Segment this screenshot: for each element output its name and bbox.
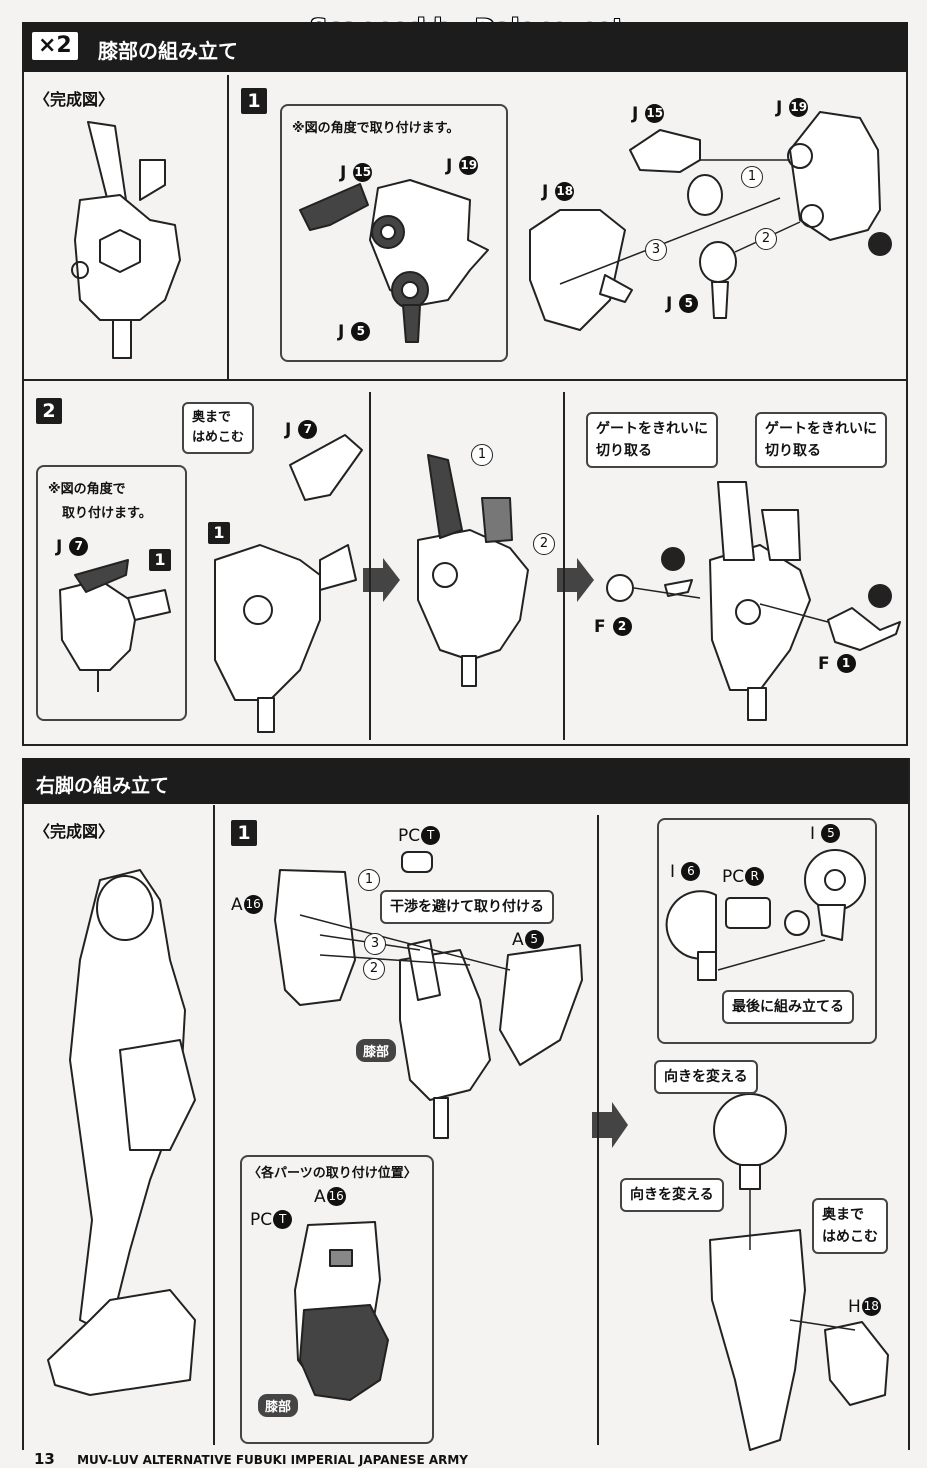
angle-note: ※図の角度で取り付けます。	[292, 121, 460, 136]
page-number: 13	[34, 1450, 55, 1468]
part-i5: I 5	[810, 824, 841, 844]
leg-order-3: 3	[364, 933, 386, 955]
part-j18: J 18	[542, 182, 575, 202]
part-j7: J 7	[285, 420, 318, 440]
leg-order-1: 1	[358, 869, 380, 891]
part-j5-inset: J 5	[338, 322, 371, 342]
sub-step-1: 1	[208, 522, 230, 544]
avoid-interference-label: 干渉を避けて取り付ける	[380, 890, 554, 924]
order-marker-1: 1	[741, 166, 763, 188]
pos-knee-badge: 膝部	[258, 1394, 299, 1417]
step-1-number: 1	[241, 88, 267, 114]
caution-icon	[868, 232, 892, 256]
change-direction-label: 向きを変える	[654, 1060, 758, 1094]
page-footer: 13 MUV-LUV ALTERNATIVE FUBUKI IMPERIAL J…	[34, 1450, 468, 1468]
completed-label: 〈完成図〉	[34, 90, 115, 109]
part-j15: J 15	[632, 104, 665, 124]
step2-angle-note-line1: ※図の角度で	[48, 482, 126, 497]
knee-section-title: 膝部の組み立て	[98, 39, 238, 63]
part-j19: J 19	[776, 98, 809, 118]
leg-completed-label: 〈完成図〉	[34, 822, 115, 841]
leg-push-in-label: 奥まではめこむ	[812, 1198, 888, 1254]
step2-angle-note-box	[36, 465, 187, 721]
knee-section-header: ×2 膝部の組み立て	[22, 22, 908, 72]
push-in-label: 奥まではめこむ	[182, 402, 255, 454]
part-j5: J 5	[666, 294, 699, 314]
caution-icon-f1	[868, 584, 892, 608]
right-leg-section-header: 右脚の組み立て	[22, 758, 908, 804]
leg-step-1-number: 1	[231, 820, 257, 846]
inset-part-j7: J 7	[56, 537, 89, 557]
positions-inset-box	[240, 1155, 434, 1444]
footer-text: MUV-LUV ALTERNATIVE FUBUKI IMPERIAL JAPA…	[77, 1453, 468, 1467]
part-f2: F 2	[594, 617, 632, 637]
rotate-order-2: 2	[533, 533, 555, 555]
leg-order-2: 2	[363, 958, 385, 980]
part-f1: F 1	[818, 654, 856, 674]
knee-badge: 膝部	[356, 1039, 397, 1062]
angle-note-box	[280, 104, 508, 362]
order-marker-3: 3	[645, 239, 667, 261]
positions-title: 〈各パーツの取り付け位置〉	[248, 1166, 417, 1181]
multiplier-badge: ×2	[32, 32, 78, 60]
part-j15-inset: J 15	[340, 163, 373, 183]
order-marker-2: 2	[755, 228, 777, 250]
part-j19-inset: J 19	[446, 156, 479, 176]
assemble-last-label: 最後に組み立てる	[722, 990, 854, 1024]
step-2-number: 2	[36, 398, 62, 424]
last-assembly-inset	[657, 818, 877, 1044]
caution-icon-f2	[661, 547, 685, 571]
part-i6: I 6	[670, 862, 701, 882]
rotate-order-1: 1	[471, 444, 493, 466]
step2-angle-note-line2: 取り付けます。	[62, 506, 152, 521]
gate-trim-label: ゲートをきれいに切り取る	[586, 412, 718, 468]
change-direction-label-2: 向きを変える	[620, 1178, 724, 1212]
right-leg-section-title: 右脚の組み立て	[36, 775, 170, 797]
inset-step-1: 1	[149, 549, 171, 571]
gate-trim-label-2: ゲートをきれいに切り取る	[755, 412, 887, 468]
